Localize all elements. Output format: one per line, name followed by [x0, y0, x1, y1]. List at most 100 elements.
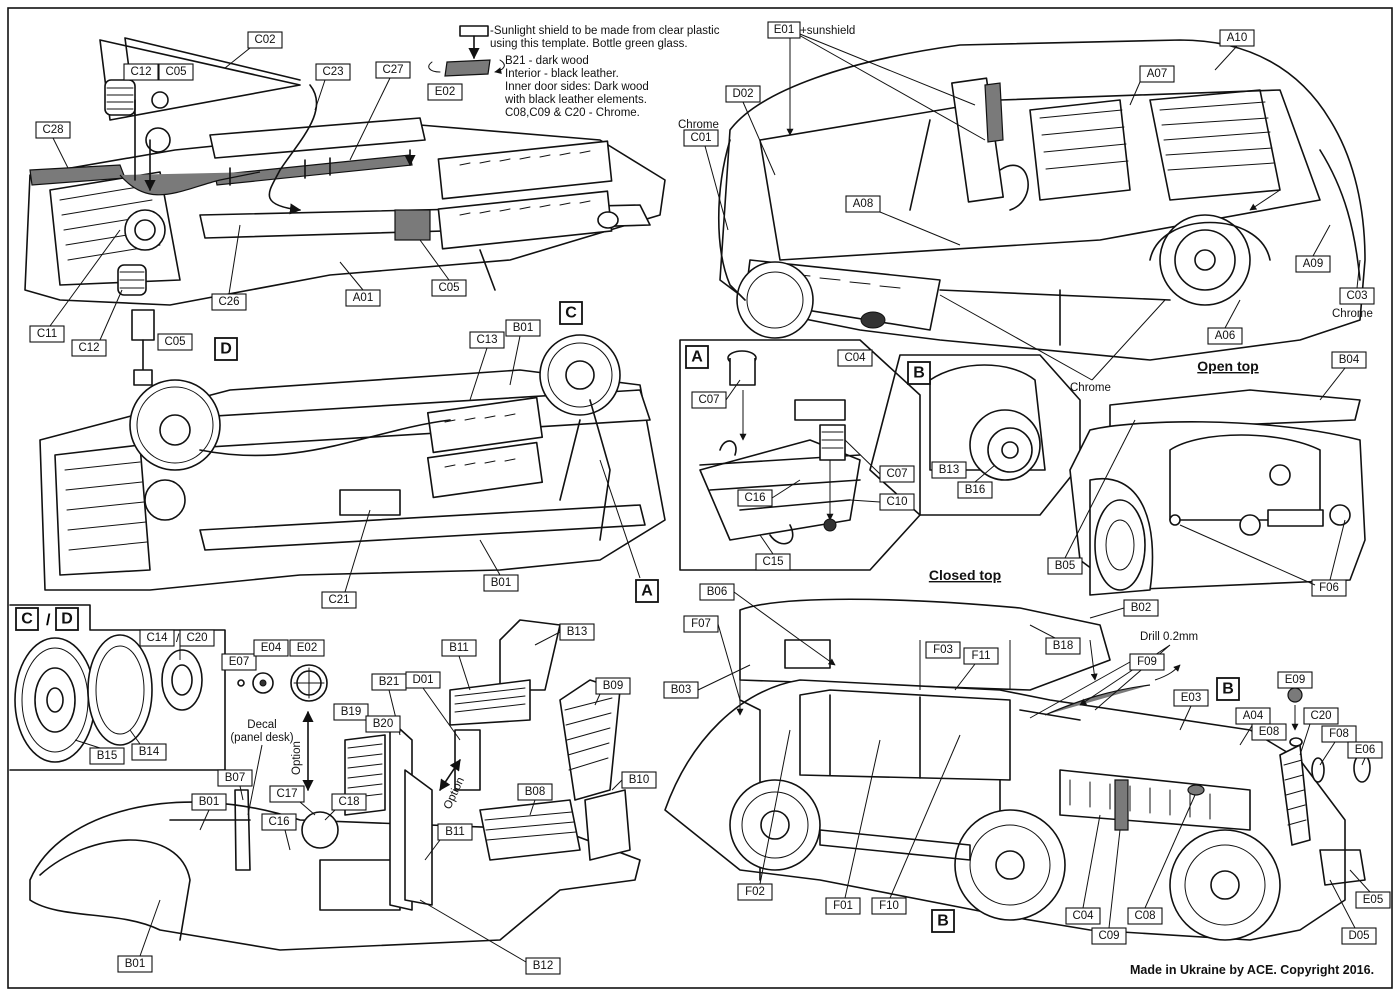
- label-e05: E05: [1355, 891, 1391, 909]
- svg-text:C16: C16: [268, 816, 289, 828]
- svg-text:C13: C13: [476, 334, 497, 346]
- label-f02: F02: [737, 883, 773, 901]
- decal-caption-line1: Decal: [247, 719, 276, 731]
- label-b20: B20: [365, 715, 401, 733]
- svg-text:E07: E07: [229, 656, 249, 668]
- label-d02: D02: [725, 85, 761, 103]
- label-a09: A09: [1295, 255, 1331, 273]
- svg-text:F03: F03: [933, 644, 953, 656]
- svg-text:A08: A08: [853, 198, 873, 210]
- label-e02-wheel: E02: [289, 639, 325, 657]
- label-b04: B04: [1331, 351, 1367, 369]
- section-a-box: A: [635, 579, 659, 603]
- svg-text:A06: A06: [1215, 330, 1235, 342]
- svg-text:C20: C20: [1310, 710, 1331, 722]
- label-f08: F08: [1321, 725, 1357, 743]
- label-a06: A06: [1207, 327, 1243, 345]
- label-c23: C23: [315, 63, 351, 81]
- svg-text:D01: D01: [412, 674, 433, 686]
- label-a10: A10: [1219, 29, 1255, 47]
- door-note-line2: with black leather elements.: [504, 94, 647, 106]
- svg-text:C17: C17: [276, 788, 297, 800]
- label-a08: A08: [845, 195, 881, 213]
- svg-text:E03: E03: [1181, 692, 1201, 704]
- svg-text:B06: B06: [707, 586, 727, 598]
- svg-text:B01: B01: [125, 958, 145, 970]
- inset-a-box: A: [685, 345, 709, 369]
- label-c07-b: C07: [879, 465, 915, 483]
- label-c09: C09: [1091, 927, 1127, 945]
- label-d01: D01: [405, 671, 441, 689]
- label-b19: B19: [333, 703, 369, 721]
- svg-text:C16: C16: [744, 492, 765, 504]
- label-b07: B07: [217, 769, 253, 787]
- open-top-title: Open top: [1197, 358, 1258, 374]
- inset-b-box: B: [907, 361, 931, 385]
- svg-text:B21: B21: [379, 676, 399, 688]
- svg-text:C04: C04: [844, 352, 866, 364]
- svg-text:F01: F01: [833, 900, 853, 912]
- drill-caption: Drill 0.2mm: [1140, 631, 1198, 643]
- svg-text:C03: C03: [1346, 290, 1367, 302]
- label-b16: B16: [957, 481, 993, 499]
- label-f07: F07: [683, 615, 719, 633]
- svg-text:B01: B01: [199, 796, 219, 808]
- svg-text:D: D: [61, 611, 73, 628]
- label-f09: F09: [1129, 653, 1165, 671]
- svg-text:D: D: [220, 341, 232, 358]
- label-c20-side: C20: [1303, 707, 1339, 725]
- label-e02-template: E02: [427, 83, 463, 101]
- svg-text:C07: C07: [886, 468, 907, 480]
- label-b14: B14: [131, 743, 167, 761]
- svg-text:A: A: [641, 583, 653, 600]
- chrome-parts-note: C08,C09 & C20 - Chrome.: [505, 107, 640, 119]
- label-b08: B08: [517, 783, 553, 801]
- label-f03: F03: [925, 641, 961, 659]
- label-b09: B09: [595, 677, 631, 695]
- sunlight-template-note: -Sunlight shield to be made from clear p…: [428, 25, 720, 119]
- svg-text:C02: C02: [254, 34, 275, 46]
- svg-text:A: A: [691, 349, 703, 366]
- svg-text:C: C: [565, 305, 577, 322]
- label-c17: C17: [269, 785, 305, 803]
- svg-text:F06: F06: [1319, 582, 1339, 594]
- svg-text:B11: B11: [445, 826, 465, 838]
- svg-text:C26: C26: [218, 296, 239, 308]
- label-b21: B21: [371, 673, 407, 691]
- svg-text:C09: C09: [1098, 930, 1119, 942]
- svg-text:B20: B20: [373, 718, 393, 730]
- svg-text:C23: C23: [322, 66, 343, 78]
- chassis-underside-drawing: [39, 334, 666, 591]
- label-c05-top: C05: [158, 63, 194, 81]
- label-c01: C01: [683, 129, 719, 147]
- svg-text:C20: C20: [186, 632, 207, 644]
- svg-text:E01: E01: [774, 24, 794, 36]
- label-e08: E08: [1251, 723, 1287, 741]
- svg-text:F07: F07: [691, 618, 711, 630]
- label-e09: E09: [1277, 671, 1313, 689]
- label-c04-top: C04: [837, 349, 873, 367]
- label-c05-bot: C05: [157, 333, 193, 351]
- label-c27: C27: [375, 61, 411, 79]
- b21-wood-note: B21 - dark wood: [505, 55, 589, 67]
- svg-text:B: B: [937, 913, 949, 930]
- label-c26: C26: [211, 293, 247, 311]
- label-c05-mid: C05: [431, 279, 467, 297]
- svg-text:B04: B04: [1339, 354, 1360, 366]
- svg-text:C05: C05: [165, 66, 186, 78]
- label-e04: E04: [253, 639, 289, 657]
- label-c03: C03: [1339, 287, 1375, 305]
- svg-text:B18: B18: [1053, 640, 1073, 652]
- label-b13-b: B13: [931, 461, 967, 479]
- label-a07: A07: [1139, 65, 1175, 83]
- svg-text:C18: C18: [338, 796, 359, 808]
- label-d05: D05: [1341, 927, 1377, 945]
- label-e06: E06: [1347, 741, 1383, 759]
- svg-text:C12: C12: [130, 66, 151, 78]
- label-b05: B05: [1047, 557, 1083, 575]
- label-c21: C21: [321, 591, 357, 609]
- label-f11: F11: [963, 647, 999, 665]
- label-c08: C08: [1127, 907, 1163, 925]
- svg-text:C27: C27: [382, 64, 403, 76]
